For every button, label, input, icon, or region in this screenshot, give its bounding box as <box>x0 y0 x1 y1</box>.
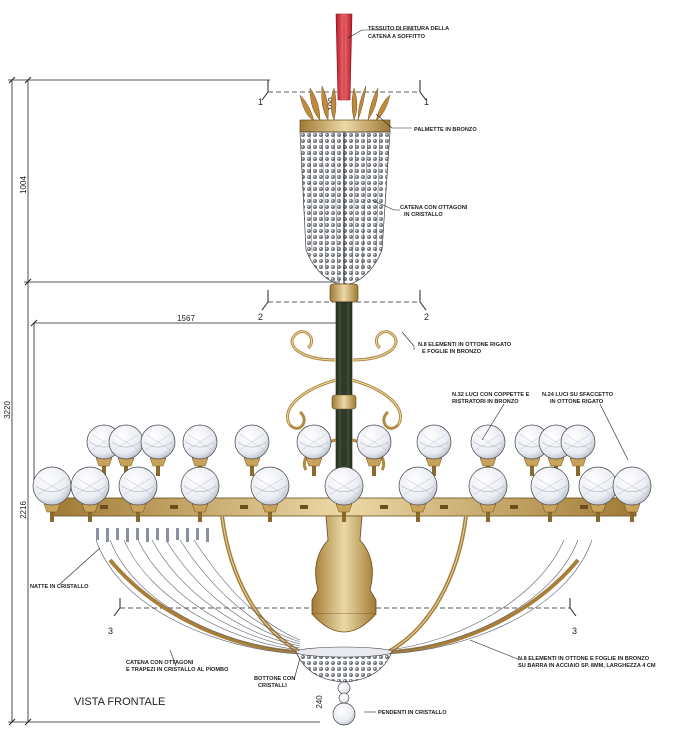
central-stem <box>329 283 359 499</box>
globe-lamp <box>140 424 176 476</box>
label-lights24-1: N.24 LUCI SU SFACCETTO <box>542 392 614 398</box>
globe-lamp <box>560 424 596 476</box>
section-marker-2-left: 2 <box>258 312 263 322</box>
label-arms-1: N.8 ELEMENTI IN OTTONE E FOGLIE IN BRONZ… <box>518 656 650 662</box>
label-drops: NATTE IN CRISTALLO <box>30 584 89 590</box>
dim-pendant-height: 240 <box>315 695 324 709</box>
dim-total-height: 3220 <box>3 401 12 419</box>
globe-lamp <box>530 466 570 522</box>
ring-ornaments <box>100 505 588 509</box>
section-marker-3-right: 3 <box>572 626 577 636</box>
label-button-2: CRISTALLI <box>258 683 287 689</box>
label-chain-trap-1: CATENA CON OTTAGONI <box>126 660 194 666</box>
dim-upper-height: 1004 <box>19 176 28 194</box>
globe-lamp <box>70 466 110 522</box>
label-fabric-1: TESSUTO DI FINITURA DELLA <box>368 26 449 32</box>
baluster-vase <box>311 515 377 633</box>
dimension-ticks <box>8 76 38 726</box>
label-arms-2: SU BARRA IN ACCIAIO SP. 8MM, LARGHEZZA 4… <box>518 663 656 669</box>
bottom-bowl <box>295 646 393 683</box>
globe-lamp <box>324 466 364 522</box>
globe-lamp <box>180 466 220 522</box>
section-marker-3-left: 3 <box>108 626 113 636</box>
globe-lamp <box>234 424 270 476</box>
crown-band <box>299 119 391 133</box>
globe-lamp <box>296 424 332 476</box>
ceiling-fabric <box>335 13 353 101</box>
globe-lamp <box>612 466 652 522</box>
section-marker-1-right: 1 <box>424 97 429 107</box>
globe-lamp <box>468 466 508 522</box>
scroll-arms-inner <box>286 331 402 426</box>
label-elements-2: E FOGLIE IN BRONZO <box>422 349 482 355</box>
crystal-chain-bag <box>299 131 391 287</box>
label-lights32-1: N.32 LUCI CON COPPETTE E <box>452 392 530 398</box>
crystal-drop-swags <box>95 539 593 655</box>
label-pendant: PENDENTI IN CRISTALLO <box>378 710 447 716</box>
globe-lamp <box>356 424 392 476</box>
view-title: VISTA FRONTALE <box>74 696 165 708</box>
crystal-drop-fringe <box>96 528 209 542</box>
section-marker-2-right: 2 <box>424 312 429 322</box>
section-brackets <box>113 80 577 617</box>
globe-lamp <box>398 466 438 522</box>
dim-lower-height: 2216 <box>19 501 28 519</box>
label-button-1: BOTTONE CON <box>254 676 295 682</box>
leader-lines <box>59 29 629 713</box>
crystal-pendant <box>332 681 356 726</box>
globe-lamp <box>416 424 452 476</box>
label-lights24-2: IN OTTONE RIGATO <box>550 399 604 405</box>
lamp-globes <box>32 424 652 522</box>
globe-lamp <box>118 466 158 522</box>
label-chain-2: IN CRISTALLO <box>404 212 443 218</box>
globe-lamp <box>250 466 290 522</box>
section-marker-1-left: 1 <box>258 97 263 107</box>
dimension-lines <box>8 79 340 723</box>
dim-arm-radius: 1567 <box>177 314 195 323</box>
label-elements-1: N.8 ELEMENTI IN OTTONE RIGATO <box>418 342 512 348</box>
label-fabric-2: CATENA A SOFFITTO <box>368 34 426 40</box>
label-chain-1: CATENA CON OTTAGONI <box>400 205 468 211</box>
label-chain-trap-2: E TRAPEZI IN CRISTALLO AL PIOMBO <box>126 667 229 673</box>
label-lights32-2: RISTRATORI IN BRONZO <box>452 399 519 405</box>
label-palmettes: PALMETTE IN BRONZO <box>414 127 477 133</box>
palmette-crown <box>299 85 391 122</box>
globe-lamp <box>514 424 550 476</box>
